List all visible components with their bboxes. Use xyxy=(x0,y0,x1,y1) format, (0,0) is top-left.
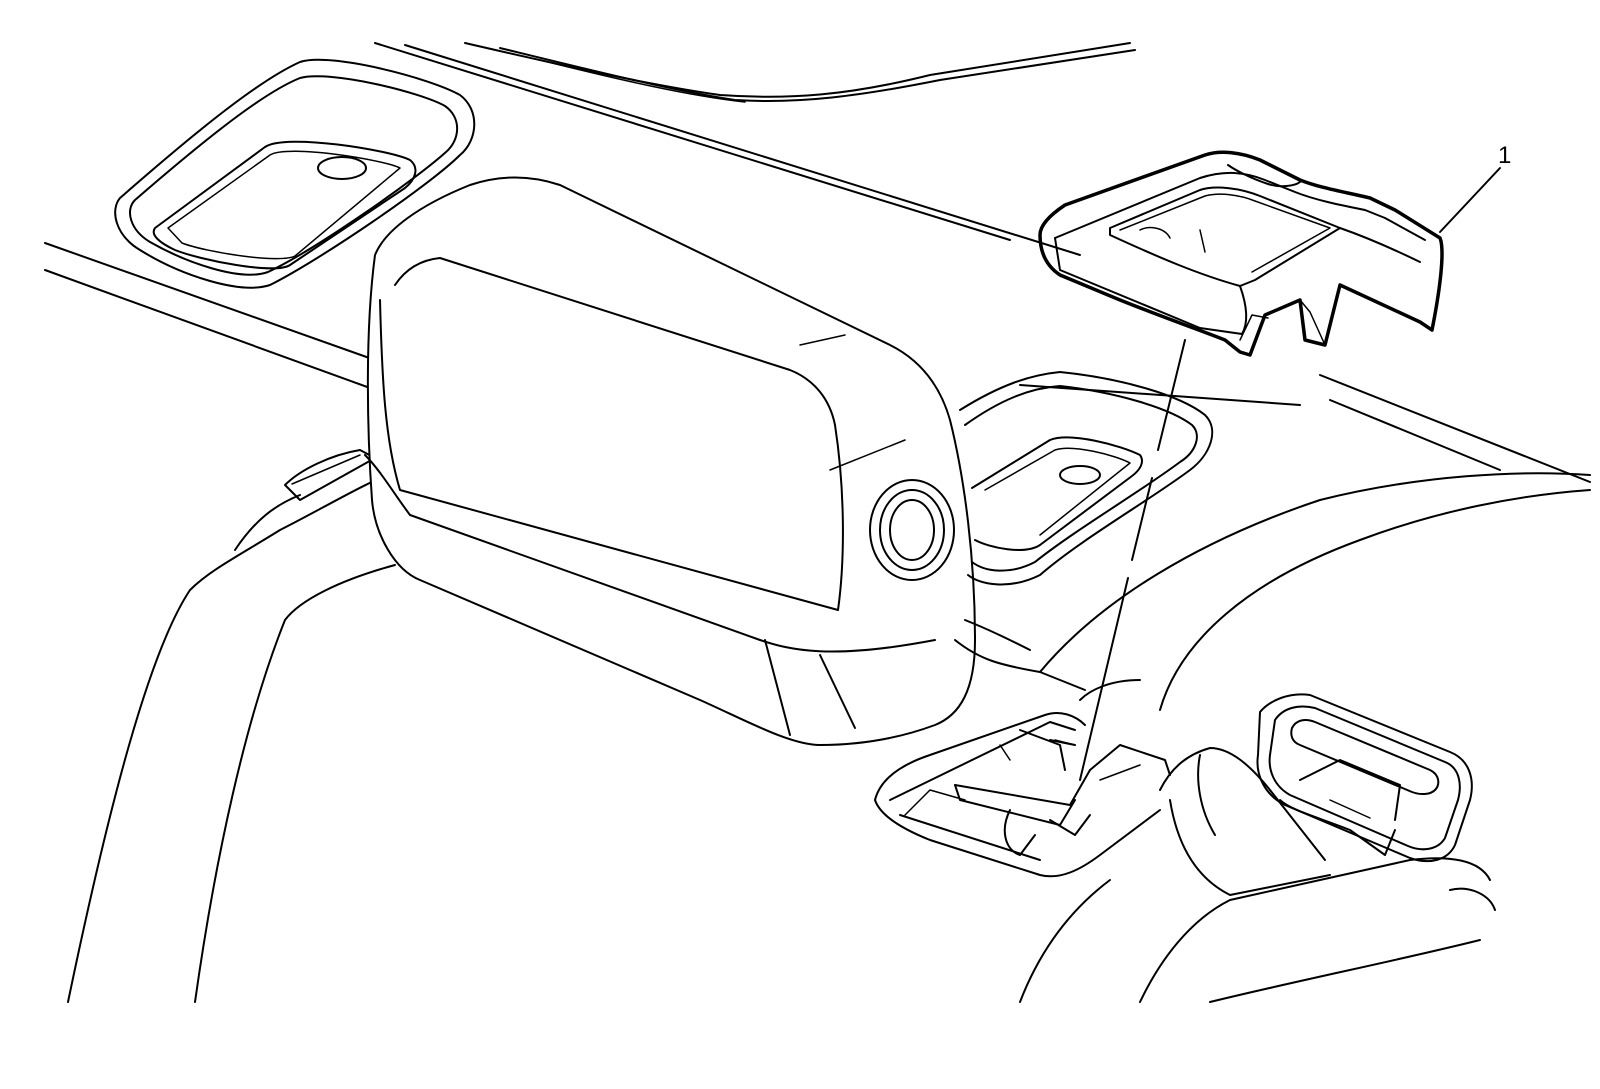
seat-belt-webbing xyxy=(1159,747,1331,896)
center-anchor-recess xyxy=(959,371,1214,586)
floor-lines xyxy=(954,619,1141,701)
right-belt-escutcheon xyxy=(1256,693,1473,863)
installation-alignment-line xyxy=(1049,339,1186,781)
rear-shelf-lines xyxy=(44,42,1591,483)
seat-back xyxy=(67,449,401,1003)
headrest xyxy=(364,176,976,746)
callout-number-1: 1 xyxy=(1498,142,1511,169)
seat-belt-guide-trim-cover xyxy=(1038,150,1444,357)
belt-guide-base xyxy=(874,712,1171,878)
left-anchor-recess xyxy=(114,58,476,289)
rear-seat-cushion xyxy=(1019,472,1591,1003)
callout-1: 1 xyxy=(1439,142,1511,233)
